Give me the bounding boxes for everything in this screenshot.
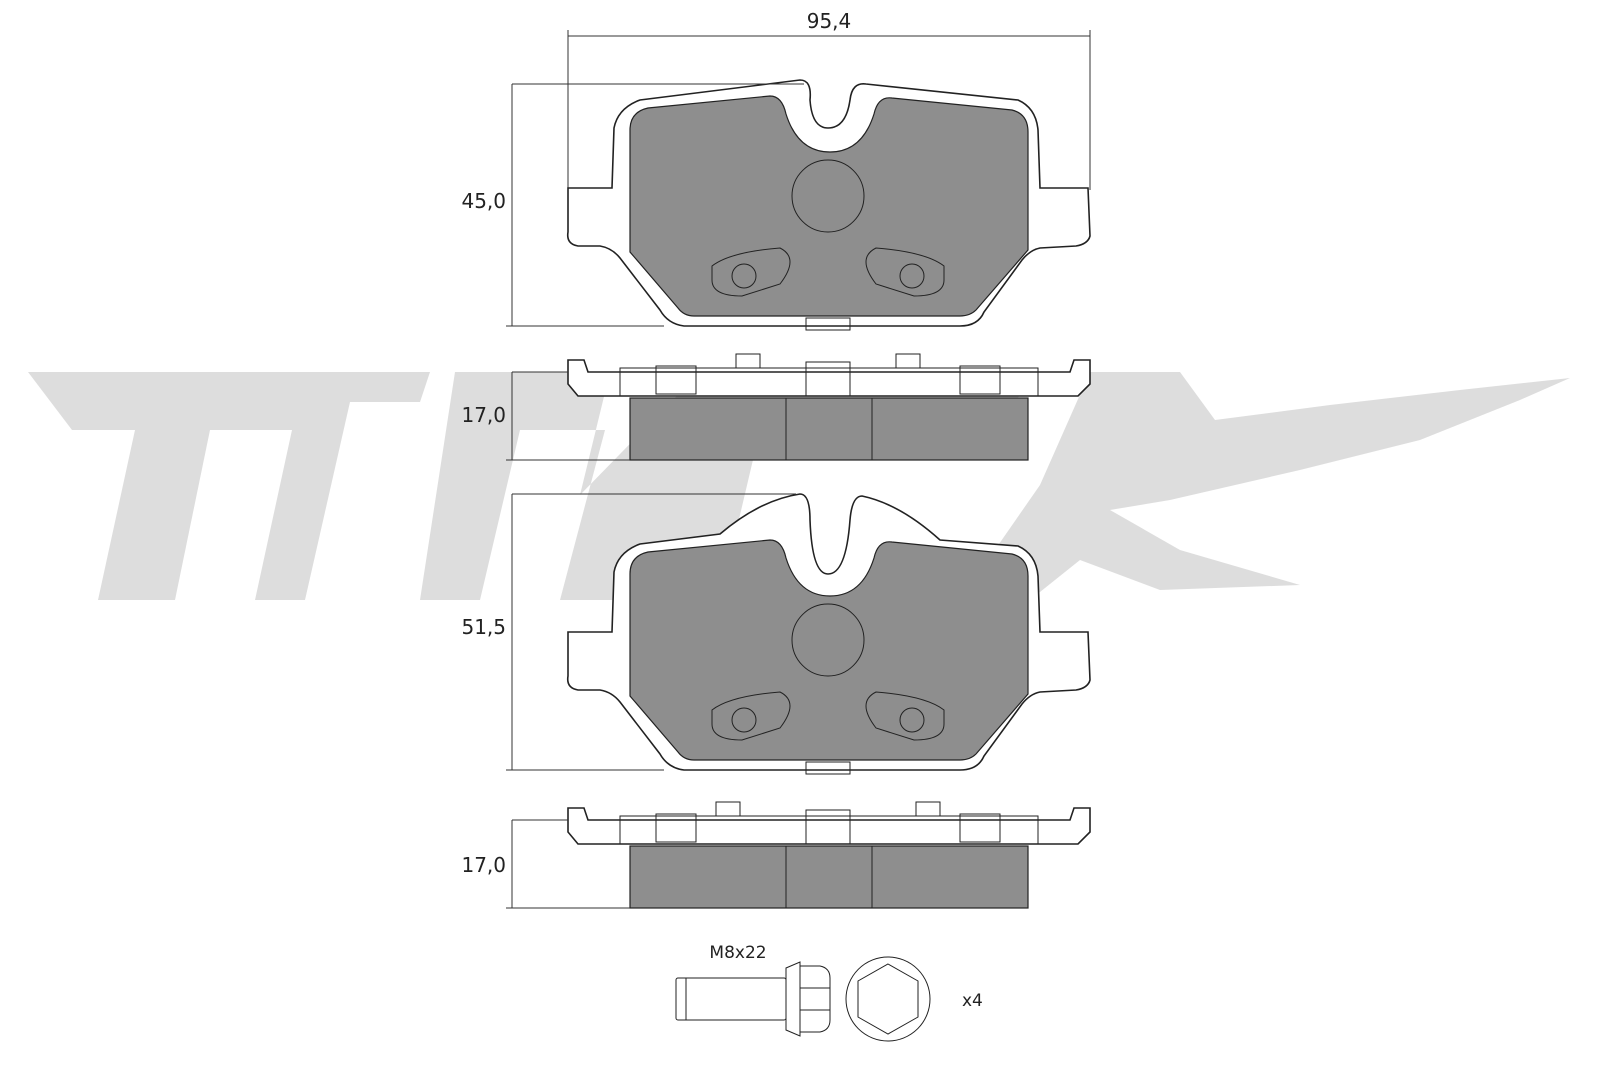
height-bottom-label: 51,5 (461, 615, 506, 639)
thickness-top-label: 17,0 (461, 403, 506, 427)
center-hole (791, 159, 865, 233)
friction-material-2 (629, 539, 1029, 761)
thickness-top-dimension: 17,0 (461, 371, 630, 461)
bottom-pad-front (566, 493, 1091, 775)
width-dimension: 95,4 (567, 9, 1091, 190)
height-bottom-dimension: 51,5 (461, 493, 796, 771)
height-top-dimension: 45,0 (461, 83, 804, 327)
left-slot (711, 247, 791, 297)
side-backing-plate-2 (567, 807, 1091, 845)
wear-clip-2 (805, 761, 851, 775)
right-slot-2 (865, 691, 945, 741)
width-label: 95,4 (807, 9, 852, 33)
left-slot-2 (711, 691, 791, 741)
top-pad-side (567, 353, 1091, 461)
bolt-quantity: x4 (962, 991, 983, 1011)
friction-material (629, 95, 1029, 317)
bottom-pad-side (567, 801, 1091, 909)
watermark-shape (28, 372, 1570, 600)
bolt-spec: M8x22 (709, 943, 766, 963)
side-friction-material (629, 397, 1029, 461)
bolt-side-icon (675, 961, 831, 1037)
right-slot (865, 247, 945, 297)
thickness-bottom-dimension: 17,0 (461, 819, 630, 909)
wear-clip (805, 317, 851, 331)
bolt-head-icon (845, 956, 931, 1042)
center-hole-2 (791, 603, 865, 677)
top-pad-front (566, 79, 1091, 331)
thickness-bottom-label: 17,0 (461, 853, 506, 877)
side-friction-material-2 (629, 845, 1029, 909)
side-backing-plate (567, 359, 1091, 397)
height-top-label: 45,0 (461, 189, 506, 213)
